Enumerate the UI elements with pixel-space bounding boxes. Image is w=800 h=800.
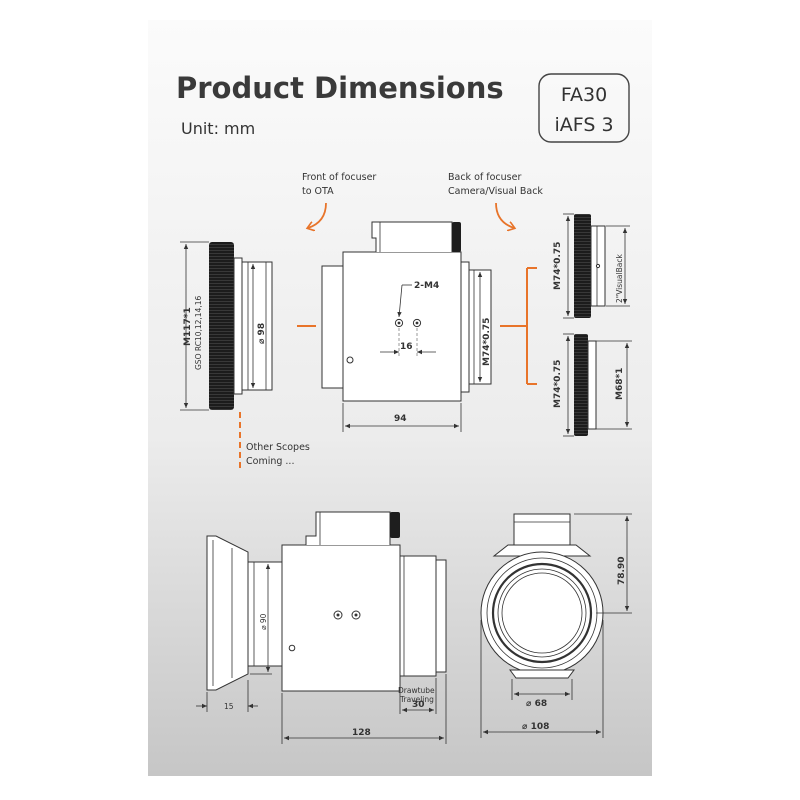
- visual-back-adapter: [574, 214, 606, 318]
- dim-drawtube-travel: Drawtube Traveling 30: [398, 678, 437, 714]
- dim-length-128: 128: [281, 674, 447, 744]
- drawtube-label-2: Traveling: [399, 695, 434, 704]
- m68-adapter: [574, 334, 597, 436]
- dim-adapter2-m68: M68*1: [596, 340, 632, 430]
- dia-90-label: 90: [259, 613, 268, 623]
- front-label-2: to OTA: [302, 186, 334, 197]
- page-title: Product Dimensions: [176, 71, 504, 105]
- dim-spacing-16: 16: [380, 328, 436, 358]
- adapter2-thread-label: M74*0.75: [553, 360, 563, 408]
- dia-98-label: 98: [257, 323, 267, 336]
- back-label-1: Back of focuser: [448, 172, 521, 183]
- svg-text:⌀ 90: ⌀ 90: [259, 613, 268, 630]
- m68-label: M68*1: [615, 368, 625, 400]
- visualback-label: 2"VisualBack: [615, 254, 624, 303]
- front-label-1: Front of focuser: [302, 172, 376, 183]
- assembly-side-view: [206, 511, 447, 692]
- back-arrow: [495, 202, 514, 228]
- dim-adapter1-thread: M74*0.75: [553, 213, 574, 319]
- back-adapter-bracket: [500, 267, 537, 385]
- other-scopes-label-2: Coming ...: [246, 456, 294, 467]
- unit-label: Unit: mm: [181, 119, 255, 138]
- spacing-16-label: 16: [400, 342, 413, 352]
- back-label-2: Camera/Visual Back: [448, 186, 543, 197]
- dim-adapter1-visualback: 2"VisualBack: [606, 225, 630, 307]
- length-15-label: 15: [224, 702, 234, 711]
- svg-text:⌀ 108: ⌀ 108: [522, 722, 549, 732]
- dia-68-label: 68: [535, 699, 548, 709]
- dim-dia-68: ⌀ 68: [511, 679, 573, 709]
- dim-2-m4-screws: 2-M4: [397, 281, 439, 318]
- front-arrow: [308, 202, 327, 228]
- dim-adapter2-thread: M74*0.75: [553, 333, 574, 437]
- svg-text:⌀ 98: ⌀ 98: [257, 323, 267, 344]
- thread-m117-label: M117*1: [183, 307, 193, 346]
- drawtube-label-1: Drawtube: [398, 686, 435, 695]
- body-thread-label: M74*0.75: [482, 318, 492, 366]
- svg-text:⌀ 68: ⌀ 68: [526, 699, 547, 709]
- adapter1-thread-label: M74*0.75: [553, 242, 563, 290]
- other-scopes-label-1: Other Scopes: [246, 442, 310, 453]
- dim-length-94: 94: [342, 403, 462, 432]
- screws-label: 2-M4: [414, 281, 439, 291]
- model-name: FA30: [561, 84, 607, 106]
- dim-dia-90: ⌀ 90: [250, 561, 272, 675]
- travel-30-label: 30: [412, 700, 425, 710]
- model-badge: [538, 73, 630, 143]
- end-view: [480, 513, 604, 679]
- dim-m117-thread: M117*1 GSO RC10,12,14,16: [180, 241, 209, 411]
- dim-dia-98: ⌀ 98: [250, 264, 267, 388]
- dim-dia-108: ⌀ 108: [480, 620, 604, 738]
- dim-height-78-90: 78.90: [574, 513, 632, 614]
- dim-length-15: 15: [196, 680, 258, 712]
- gso-rc-label: GSO RC10,12,14,16: [194, 296, 203, 370]
- dia-108-label: 108: [531, 722, 550, 732]
- dim-m74-body-thread: M74*0.75: [477, 272, 492, 382]
- model-series: iAFS 3: [554, 114, 613, 136]
- length-94-label: 94: [394, 414, 407, 424]
- length-128-label: 128: [352, 728, 371, 738]
- front-adapter-side-view: [209, 242, 273, 410]
- height-78-90-label: 78.90: [617, 557, 627, 585]
